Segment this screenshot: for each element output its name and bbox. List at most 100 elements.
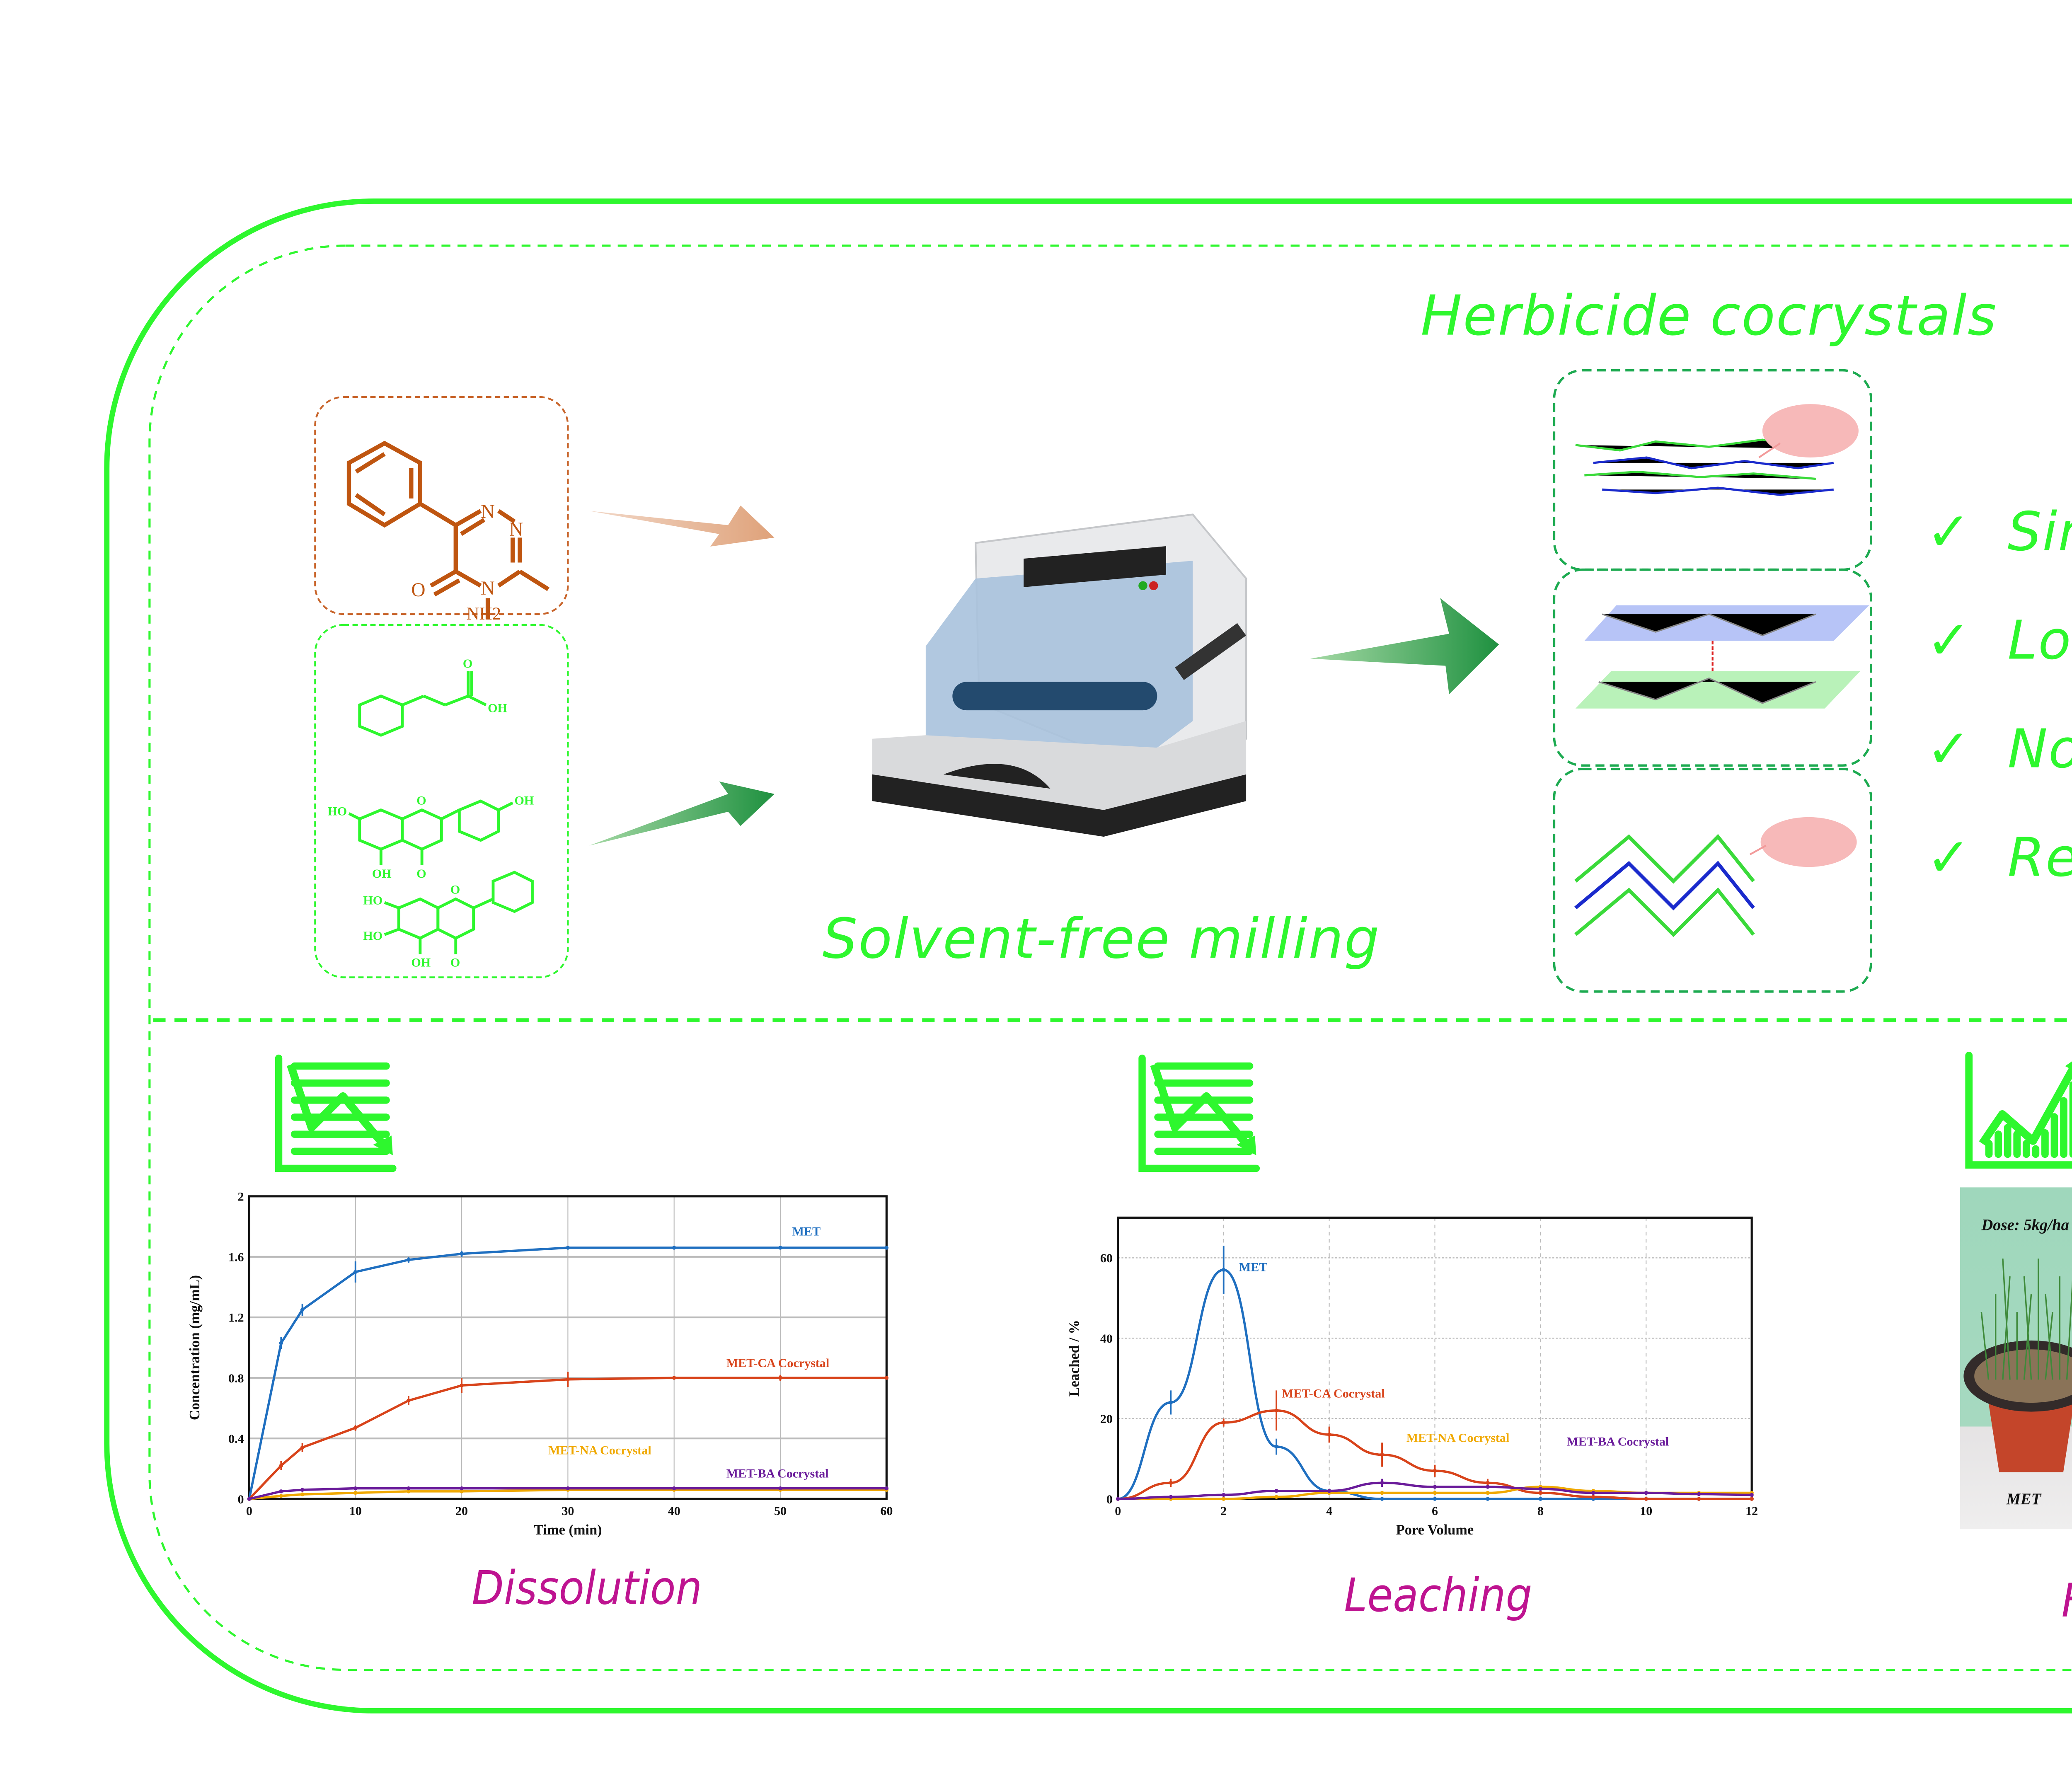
x-tick-label: 2 bbox=[1220, 1504, 1227, 1518]
data-point bbox=[407, 1486, 411, 1491]
data-point bbox=[279, 1489, 283, 1493]
outer-border bbox=[104, 198, 2072, 1714]
series-label: MET-NA Cocrystal bbox=[548, 1443, 651, 1457]
coformer-molecules: O OH OH HO O OH O HO O HO OH O bbox=[314, 624, 569, 978]
x-tick-label: 6 bbox=[1432, 1504, 1438, 1518]
advantage-item: ✓ Remarkable effect bbox=[1926, 828, 2072, 937]
trend-down-chart-icon bbox=[275, 1054, 397, 1172]
crystal-structures bbox=[1553, 369, 1872, 993]
check-icon: ✓ bbox=[1926, 719, 1972, 782]
x-tick-label: 40 bbox=[668, 1504, 680, 1518]
data-point bbox=[1538, 1497, 1543, 1501]
x-tick-label: 10 bbox=[349, 1504, 362, 1518]
data-point bbox=[1116, 1497, 1120, 1501]
atom-label: N bbox=[481, 501, 495, 523]
caption-herbicidal-activity: Herbicidal activity bbox=[2062, 1576, 2072, 1629]
grinding-jars bbox=[952, 682, 1157, 711]
data-point bbox=[460, 1486, 464, 1491]
series-label: MET bbox=[792, 1224, 821, 1238]
y-tick-label: 20 bbox=[1100, 1412, 1113, 1426]
data-point bbox=[1644, 1497, 1648, 1501]
y-axis-label: Leached / % bbox=[1066, 1320, 1082, 1396]
y-tick-label: 0.8 bbox=[228, 1371, 244, 1385]
x-tick-label: 8 bbox=[1537, 1504, 1544, 1518]
grass-blade bbox=[2066, 1280, 2072, 1380]
layer-plane-green bbox=[1575, 671, 1861, 709]
data-point bbox=[1380, 1491, 1384, 1495]
x-axis-label: Time (min) bbox=[534, 1522, 602, 1538]
data-point bbox=[884, 1486, 889, 1491]
x-tick-label: 30 bbox=[562, 1504, 574, 1518]
data-point bbox=[1327, 1489, 1331, 1493]
nh2-label: NH2 bbox=[466, 605, 501, 625]
advantage-text: Remarkable effect bbox=[2007, 828, 2072, 890]
advantage-text: Simple process bbox=[2007, 502, 2072, 564]
data-point bbox=[1697, 1492, 1701, 1496]
x-tick-label: 0 bbox=[246, 1504, 252, 1518]
data-point bbox=[1221, 1493, 1226, 1497]
atom-label: HO bbox=[327, 804, 347, 818]
data-point bbox=[1538, 1487, 1543, 1491]
series-label: MET bbox=[1239, 1260, 1267, 1274]
product-arrow bbox=[1310, 598, 1499, 695]
series-line-met-na bbox=[249, 1488, 887, 1500]
data-point bbox=[279, 1494, 283, 1498]
advantage-text: No pollution bbox=[2007, 719, 2072, 782]
x-tick-label: 4 bbox=[1326, 1504, 1332, 1518]
green-arrow-icon bbox=[589, 781, 775, 846]
atom-label: N bbox=[481, 578, 495, 599]
y-tick-label: 0 bbox=[238, 1492, 244, 1506]
plot-frame bbox=[1117, 1216, 1753, 1500]
data-point bbox=[1538, 1491, 1543, 1495]
panel-met-ba bbox=[1553, 768, 1872, 993]
x-tick-label: 10 bbox=[1640, 1504, 1652, 1518]
x-tick-label: 60 bbox=[880, 1504, 893, 1518]
data-point bbox=[1433, 1491, 1437, 1495]
data-point bbox=[1486, 1491, 1490, 1495]
data-point bbox=[1486, 1497, 1490, 1501]
atom-label: O bbox=[463, 656, 472, 670]
data-point bbox=[1433, 1485, 1437, 1489]
atom-label: OH bbox=[411, 956, 431, 970]
pot-label: MET bbox=[2006, 1490, 2041, 1508]
data-point bbox=[247, 1497, 252, 1501]
check-icon: ✓ bbox=[1926, 610, 1972, 673]
trend-up-chart-icon bbox=[1965, 1052, 2072, 1169]
data-point bbox=[1274, 1489, 1278, 1493]
data-point bbox=[566, 1486, 570, 1491]
process-label: Solvent-free milling bbox=[822, 908, 1380, 972]
data-point bbox=[1750, 1497, 1754, 1501]
grass-blade bbox=[2023, 1276, 2032, 1380]
data-point bbox=[1433, 1497, 1437, 1501]
x-axis-label: Pore Volume bbox=[1396, 1522, 1474, 1538]
ball-mill-machine bbox=[872, 513, 1247, 837]
grass-blade bbox=[2045, 1294, 2053, 1380]
x-tick-label: 20 bbox=[455, 1504, 468, 1518]
series-line-met-ca bbox=[1118, 1409, 1752, 1500]
series-label: MET-BA Cocrystal bbox=[1566, 1434, 1669, 1448]
plot-frame bbox=[248, 1195, 888, 1500]
series-line-met bbox=[248, 1246, 887, 1499]
atom-label: O bbox=[411, 579, 425, 601]
data-point bbox=[1274, 1495, 1278, 1499]
advantages-list: ✓ Simple process ✓ Low cost ✓ No polluti… bbox=[1926, 502, 2072, 936]
data-point bbox=[300, 1492, 305, 1496]
met-molecule: N N N O bbox=[314, 396, 569, 620]
right-arrow-icon bbox=[1310, 598, 1499, 695]
series-line-met-ca bbox=[248, 1377, 887, 1500]
grass-blade bbox=[2045, 1312, 2053, 1380]
advantage-item: ✓ No pollution bbox=[1926, 719, 2072, 828]
series-line-met-ba bbox=[249, 1487, 887, 1500]
atom-label: OH bbox=[372, 866, 392, 881]
data-point bbox=[353, 1491, 358, 1495]
data-point bbox=[1697, 1497, 1701, 1501]
series-label: MET-NA Cocrystal bbox=[1406, 1431, 1510, 1445]
advantage-item: ✓ Low cost bbox=[1926, 610, 2072, 719]
advantage-item: ✓ Simple process bbox=[1926, 502, 2072, 610]
y-tick-label: 40 bbox=[1100, 1331, 1113, 1346]
data-point bbox=[407, 1489, 411, 1493]
